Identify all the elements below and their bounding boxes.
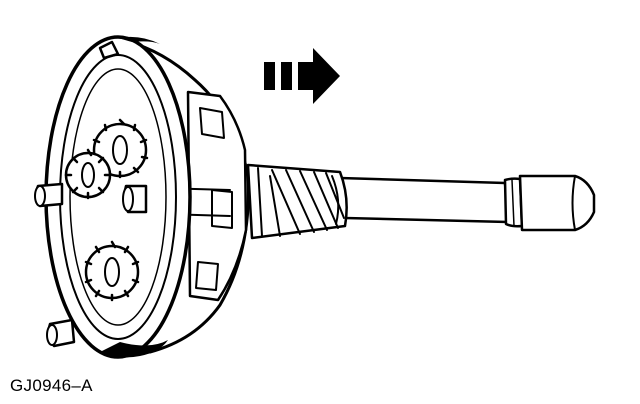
figure-id-label: GJ0946–A [10, 376, 93, 395]
planet-gear-lower [84, 240, 140, 302]
output-shaft [338, 174, 596, 232]
carrier-plate [44, 35, 192, 359]
planet-gear-left [64, 148, 112, 200]
spline-section [246, 163, 348, 240]
carrier-pins [34, 40, 148, 348]
direction-arrow-icon [264, 48, 340, 104]
